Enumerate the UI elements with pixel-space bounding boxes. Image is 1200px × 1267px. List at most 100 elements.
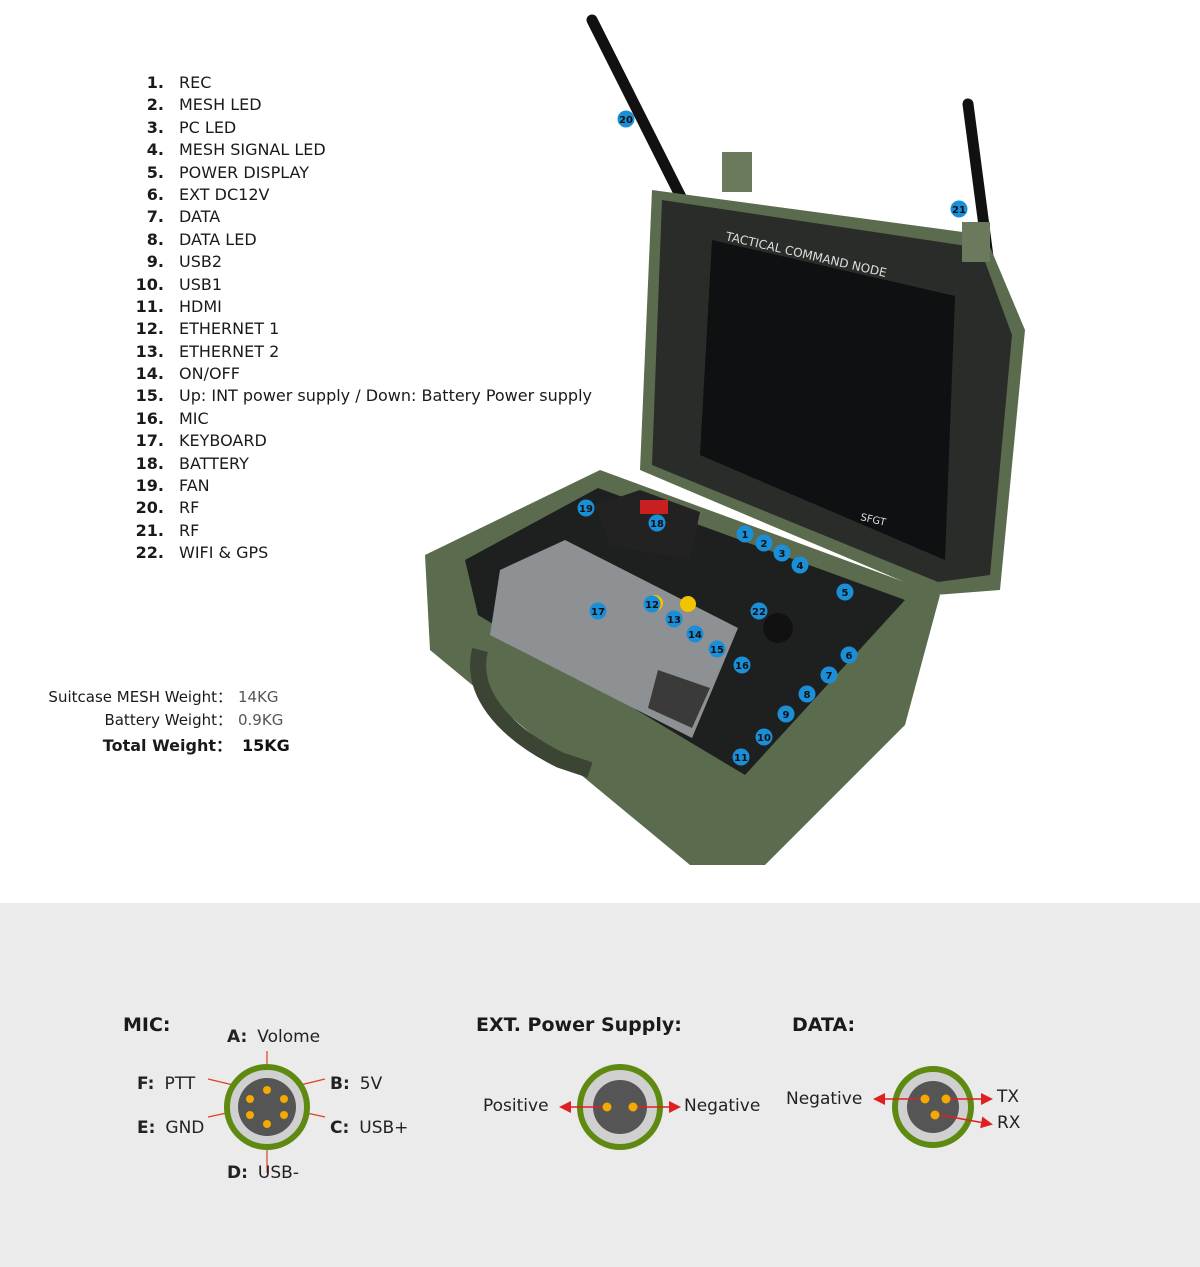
legend-number: 4. (146, 140, 164, 160)
legend-number: 6. (146, 184, 164, 204)
legend-number: 13. (135, 341, 164, 361)
legend-number: 20. (135, 498, 164, 518)
legend-label: RF (179, 520, 200, 540)
mic-title: MIC: (123, 1014, 171, 1036)
legend-item: 1. REC (120, 72, 592, 94)
callout-marker (836, 583, 854, 601)
weight-label: Total Weight： (102, 736, 232, 755)
callout-marker (686, 625, 704, 643)
legend-label: REC (179, 73, 212, 92)
legend-number: 11. (135, 296, 164, 316)
data-rx-label: RX (997, 1113, 1021, 1133)
legend-number: 19. (135, 476, 164, 496)
battery-indicator (640, 500, 668, 514)
legend-item: 2.MESH LED (120, 94, 592, 116)
legend-number: 9. (146, 252, 164, 272)
callout-marker (648, 514, 666, 532)
callout-marker (733, 656, 751, 674)
legend-label: POWER DISPLAY (179, 162, 309, 182)
legend-number: 15. (135, 386, 164, 406)
legend-item: 4. MESH SIGNAL LED (120, 139, 592, 161)
data-negative-label: Negative (786, 1089, 863, 1109)
callout-number: 4 (797, 561, 804, 572)
battery (595, 490, 700, 560)
weight-label: Suitcase MESH Weight： (48, 688, 232, 706)
data-tx-label: TX (997, 1087, 1020, 1107)
mic-pin-c: C:USB+ (330, 1118, 409, 1138)
total-weight: Total Weight： 15KG (20, 734, 290, 757)
callout-number: 8 (804, 690, 811, 701)
mic-connector (207, 1051, 326, 1173)
callout-marker (755, 728, 773, 746)
legend-label: PC LED (179, 117, 237, 137)
battery-weight: Battery Weight：0.9KG (20, 709, 290, 732)
wifi-gps-antenna (763, 613, 793, 643)
callout-marker (665, 610, 683, 628)
legend-item: 18. BATTERY (120, 453, 592, 475)
weight-value: 14KG (238, 688, 279, 706)
legend-label: USB1 (179, 274, 223, 294)
callout-marker (643, 595, 661, 613)
callout-marker (840, 646, 858, 664)
legend-item: 19. FAN (120, 475, 592, 497)
legend-number: 2. (146, 95, 164, 115)
legend-item: 6. EXT DC12V (120, 184, 592, 206)
legend-number: 17. (135, 431, 164, 451)
power-positive-label: Positive (483, 1096, 549, 1116)
callout-marker (577, 499, 595, 517)
legend-item: 12. ETHERNET 1 (120, 318, 592, 340)
callout-number: 21 (952, 205, 966, 216)
legend-label: ETHERNET 1 (179, 319, 280, 339)
callout-number: 10 (757, 733, 771, 744)
power-negative-label: Negative (684, 1096, 761, 1116)
legend-item: 5.POWER DISPLAY (120, 162, 592, 184)
callout-marker (755, 534, 773, 552)
legend-label: MESH SIGNAL LED (179, 140, 326, 160)
callout-number: 17 (591, 607, 605, 618)
callout-number: 9 (783, 710, 790, 721)
legend-number: 18. (135, 453, 164, 473)
power-title: EXT. Power Supply: (476, 1014, 682, 1036)
legend-number: 7. (146, 207, 164, 227)
legend-label: ON/OFF (179, 364, 240, 384)
callout-marker (950, 200, 968, 218)
callout-number: 12 (645, 600, 659, 611)
callout-number: 11 (734, 753, 748, 764)
legend-label: FAN (179, 476, 210, 496)
legend-item: 22.WIFI & GPS (120, 542, 592, 564)
mic-pin-b: B:5V (330, 1074, 383, 1094)
suitcase-weight: Suitcase MESH Weight： 14KG (20, 686, 290, 709)
legend-label: DATA (179, 207, 221, 227)
legend-label: MIC (179, 408, 209, 428)
legend-label: KEYBOARD (179, 431, 267, 451)
legend-item: 9. USB2 (120, 251, 592, 273)
callout-number: 22 (752, 607, 766, 618)
legend-item: 3. PC LED (120, 117, 592, 139)
legend-label: HDMI (179, 296, 222, 316)
legend-label: EXT DC12V (179, 184, 270, 204)
callout-number: 3 (779, 549, 786, 560)
legend-label: USB2 (179, 252, 223, 272)
callout-number: 19 (579, 504, 593, 515)
legend-number: 12. (135, 319, 164, 339)
legend-number: 3. (146, 117, 164, 137)
data-title: DATA: (792, 1014, 856, 1036)
legend-number: 8. (146, 229, 164, 249)
callout-marker (617, 110, 635, 128)
legend-item: 10.USB1 (120, 274, 592, 296)
callout-number: 7 (826, 671, 833, 682)
latch (962, 222, 990, 262)
mic-pin-e: E:GND (137, 1118, 205, 1138)
touchpad (648, 670, 710, 728)
connector-diagrams (207, 1051, 993, 1173)
weight-value: 15KG (242, 736, 290, 755)
callout-marker (736, 525, 754, 543)
mic-pin-d: D:USB- (227, 1163, 299, 1183)
legend-item: 13.ETHERNET 2 (120, 341, 592, 363)
legend-label: BATTERY (179, 453, 249, 473)
callout-marker (589, 602, 607, 620)
callout-number: 6 (846, 651, 853, 662)
callout-number: 15 (710, 645, 724, 656)
legend-number: 1. (146, 73, 164, 92)
